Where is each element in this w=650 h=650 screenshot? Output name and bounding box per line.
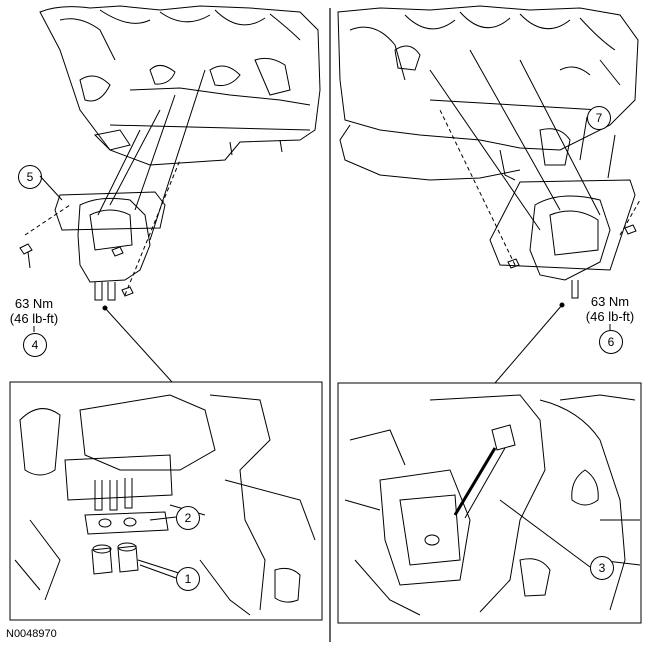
left-leader-line <box>104 307 173 383</box>
left-detail-callout-1: 1 <box>176 567 200 591</box>
leader-5 <box>39 175 63 201</box>
leader-2 <box>149 516 177 521</box>
right-detail-illustration <box>344 394 641 616</box>
right-detail-frame <box>337 382 642 624</box>
right-mount-assembly <box>429 49 641 299</box>
left-engine-illustration <box>39 5 321 166</box>
left-torque-metric: 63 Nm <box>14 296 54 311</box>
right-callout-6: 6 <box>599 330 623 354</box>
right-leader-line <box>494 304 563 384</box>
leader-1 <box>139 564 177 579</box>
left-callout-5: 5 <box>18 165 42 189</box>
left-detail-illustration <box>14 394 316 616</box>
right-torque-label: 63 Nm (46 lb-ft) <box>580 294 640 324</box>
left-torque-imperial: (46 lb-ft) <box>9 311 59 326</box>
right-callout-7: 7 <box>587 106 611 130</box>
left-torque-label: 63 Nm (46 lb-ft) <box>4 296 64 326</box>
left-callout-4: 4 <box>23 333 47 357</box>
right-leader-dot <box>559 302 565 308</box>
right-engine-illustration <box>337 5 639 181</box>
left-detail-frame <box>9 381 323 621</box>
leader-3 <box>499 499 591 568</box>
right-detail-callout-3: 3 <box>590 556 614 580</box>
left-mount-assembly <box>19 69 206 301</box>
left-leader-dot <box>102 305 108 311</box>
figure-id: N0048970 <box>6 628 57 640</box>
leader-7 <box>579 116 588 161</box>
left-detail-callout-2: 2 <box>176 506 200 530</box>
right-torque-imperial: (46 lb-ft) <box>585 309 635 324</box>
right-torque-metric: 63 Nm <box>590 294 630 309</box>
